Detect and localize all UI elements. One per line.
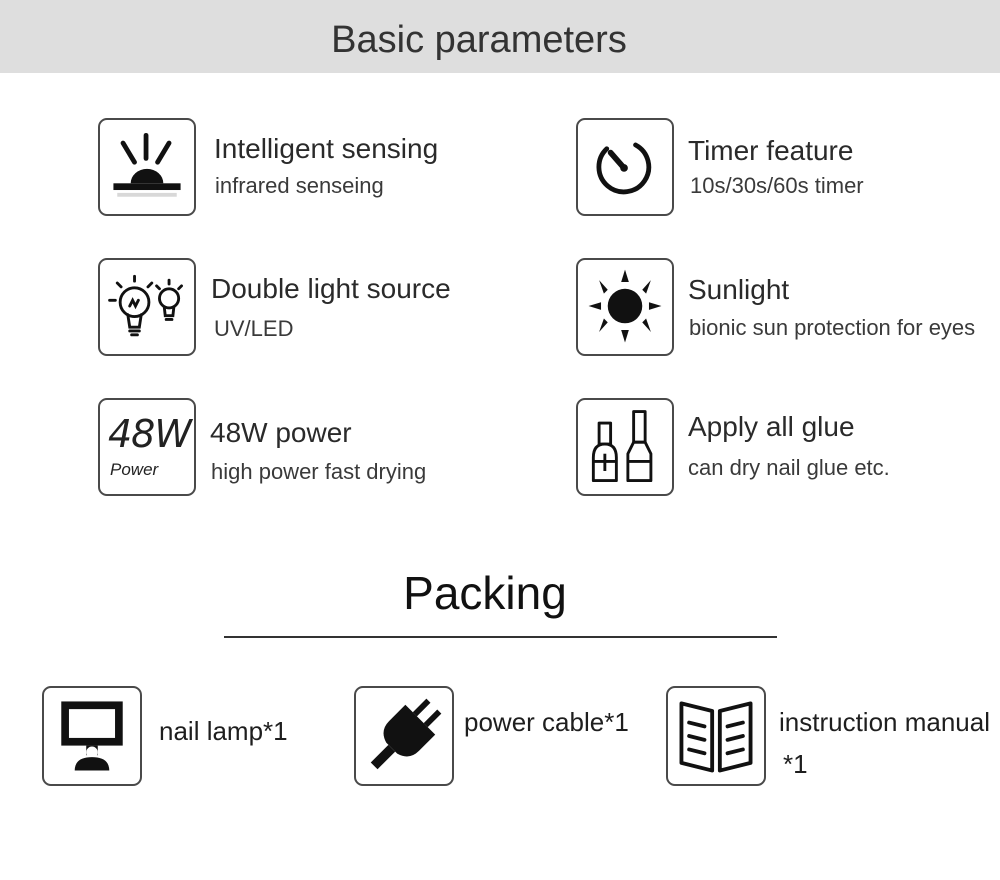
timer-icon	[576, 118, 674, 216]
pack-label-power-cable: power cable*1	[464, 707, 629, 737]
page-title: Basic parameters	[331, 19, 627, 61]
feature-title-sunlight: Sunlight	[688, 274, 790, 305]
feature-subtitle-sunlight: bionic sun protection for eyes	[689, 315, 976, 340]
power-plug-icon	[354, 686, 454, 786]
power-icon-sub-text: Power	[110, 460, 159, 479]
pack-label-instruction-manual-qty: *1	[783, 749, 808, 779]
feature-title-double-light: Double light source	[211, 273, 451, 304]
nail-lamp-icon	[42, 686, 142, 786]
packing-title: Packing	[403, 567, 567, 619]
sun-icon	[576, 258, 674, 356]
feature-title-intelligent-sensing: Intelligent sensing	[214, 133, 439, 164]
pack-label-instruction-manual: instruction manual	[779, 707, 990, 737]
packing-divider	[224, 636, 777, 638]
sunrise-icon	[98, 118, 196, 216]
feature-title-timer: Timer feature	[688, 135, 854, 166]
feature-subtitle-glue: can dry nail glue etc.	[688, 455, 890, 480]
feature-subtitle-power: high power fast drying	[211, 459, 427, 484]
feature-subtitle-intelligent-sensing: infrared senseing	[215, 173, 384, 198]
power-48w-icon: 48W Power	[98, 398, 196, 496]
feature-title-power: 48W power	[210, 417, 352, 448]
open-book-icon	[666, 686, 766, 786]
feature-subtitle-double-light: UV/LED	[214, 316, 294, 341]
feature-title-glue: Apply all glue	[688, 411, 855, 442]
feature-subtitle-timer: 10s/30s/60s timer	[690, 173, 864, 198]
pack-label-nail-lamp: nail lamp*1	[159, 716, 288, 746]
header-band	[0, 0, 1000, 73]
nail-polish-icon	[576, 398, 674, 496]
power-icon-main-text: 48W	[108, 412, 192, 456]
light-bulbs-icon	[98, 258, 196, 356]
